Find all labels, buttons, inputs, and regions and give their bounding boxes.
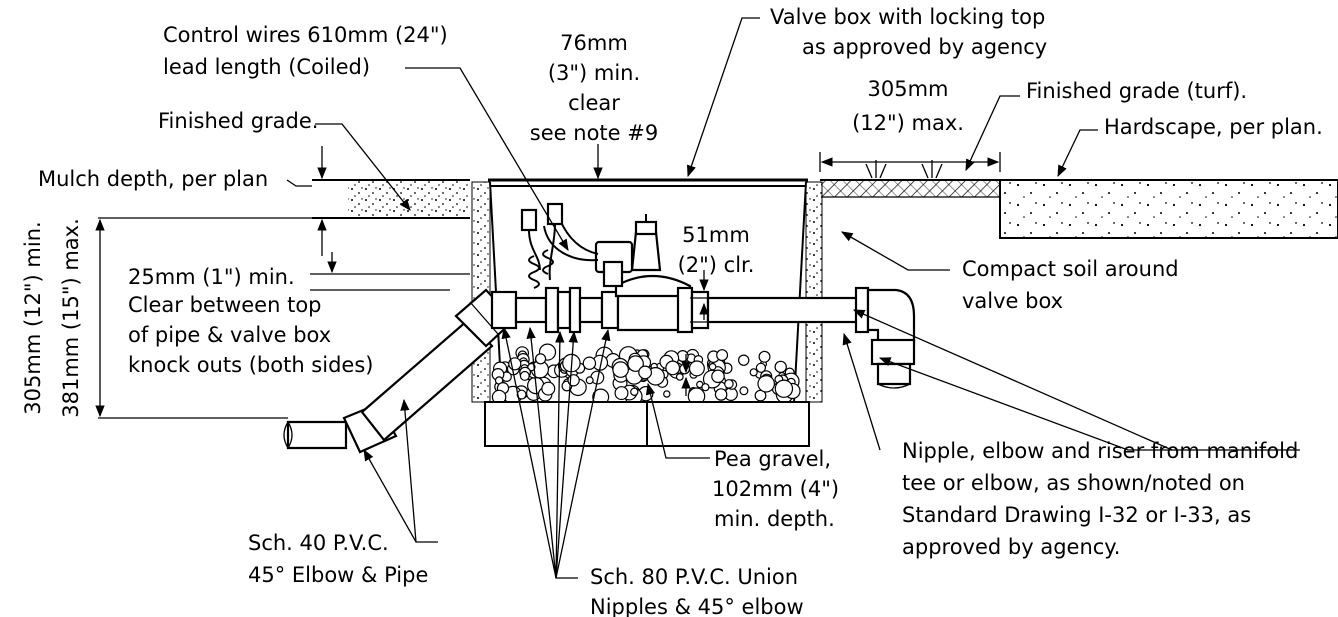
label-pipe-clear-3: of pipe & valve box [128, 323, 331, 347]
gravel-stone [739, 386, 749, 396]
gravel-stone [774, 360, 787, 374]
dimension-lines [95, 144, 1001, 419]
label-sch80-1: Sch. 80 P.V.C. Union [590, 565, 798, 589]
label-finished-grade: Finished grade. [158, 109, 318, 133]
gravel-stone [638, 365, 652, 380]
gravel-stone [585, 376, 594, 385]
label-mulch: Mulch depth, per plan [38, 167, 268, 191]
turf-layer [820, 160, 1000, 198]
gravel-stone [701, 383, 710, 392]
annotation-labels: Control wires 610mm (24") lead length (C… [21, 5, 1323, 617]
label-gravel-1: Pea gravel, [714, 447, 831, 471]
gravel-stone [738, 354, 750, 366]
sch40-pipe [283, 288, 516, 454]
gravel-stone [757, 374, 775, 393]
label-hardscape: Hardscape, per plan. [1104, 115, 1323, 139]
label-nipple-1: Nipple, elbow and riser from manifold [902, 439, 1298, 463]
label-depth-max: 381mm (15") max. [59, 218, 83, 418]
gravel-stone [614, 386, 629, 401]
label-pipe-clear-2: Clear between top [128, 293, 322, 317]
gravel-stone [724, 379, 734, 389]
label-compact-1: Compact soil around [962, 257, 1179, 281]
label-gravel-2: 102mm (4") [712, 477, 839, 501]
label-control-wires-1: Control wires 610mm (24") [163, 23, 448, 47]
gravel-stone [774, 379, 794, 398]
label-valve-box-1: Valve box with locking top [770, 5, 1045, 29]
gravel-stone [688, 360, 705, 377]
label-nipple-4: approved by agency. [902, 535, 1120, 559]
control-valve [594, 214, 710, 334]
label-finished-turf: Finished grade (turf). [1026, 79, 1247, 103]
label-nipple-2: tee or elbow, as shown/noted on [902, 471, 1245, 495]
label-turf-width-1: 305mm [868, 77, 949, 101]
gravel-stone [679, 363, 690, 375]
gravel-stone [630, 387, 639, 396]
pea-gravel [491, 343, 801, 406]
gravel-stone [665, 360, 681, 376]
label-clear-1: 76mm [560, 31, 628, 55]
label-turf-width-2: (12") max. [852, 111, 964, 135]
label-valve-clr-1: 51mm [682, 223, 750, 247]
label-clear-2: (3") min. [548, 61, 640, 85]
label-clear-4: see note #9 [530, 121, 658, 145]
gravel-stone [582, 356, 597, 370]
label-nipple-3: Standard Drawing I-32 or I-33, as [902, 503, 1251, 527]
leader-lines [286, 17, 1300, 579]
label-compact-2: valve box [962, 289, 1063, 313]
label-pipe-clear-4: knock outs (both sides) [128, 353, 373, 377]
gravel-stone [755, 362, 767, 373]
gravel-stone [534, 353, 547, 365]
label-clear-3: clear [568, 91, 620, 115]
gravel-stone [627, 355, 644, 372]
label-valve-clr-2: (2") clr. [678, 253, 755, 277]
label-gravel-3: min. depth. [714, 507, 835, 531]
gravel-stone [711, 369, 725, 384]
hardscape [999, 179, 1338, 239]
label-valve-box-2: as approved by agency [802, 35, 1047, 59]
label-sch40-2: 45° Elbow & Pipe [248, 563, 428, 587]
gravel-stone [663, 390, 671, 398]
label-depth-min: 305mm (12") min. [21, 221, 45, 414]
gravel-stone [749, 368, 758, 377]
label-sch40-1: Sch. 40 P.V.C. [248, 531, 389, 555]
gravel-stone [758, 350, 771, 363]
gravel-stone [675, 373, 684, 381]
gravel-stone [716, 349, 729, 362]
gravel-stone [708, 362, 717, 371]
gravel-stone [714, 388, 728, 401]
gravel-stone [541, 381, 556, 396]
sch80-fittings [490, 286, 620, 334]
gravel-stone [612, 361, 629, 378]
control-wires [520, 202, 599, 289]
gravel-stone [519, 370, 530, 381]
label-control-wires-2: lead length (Coiled) [163, 55, 370, 79]
label-sch80-2: Nipples & 45° elbow [590, 595, 804, 617]
base-blocks [484, 401, 810, 447]
label-pipe-clear-1: 25mm (1") min. [128, 265, 295, 289]
